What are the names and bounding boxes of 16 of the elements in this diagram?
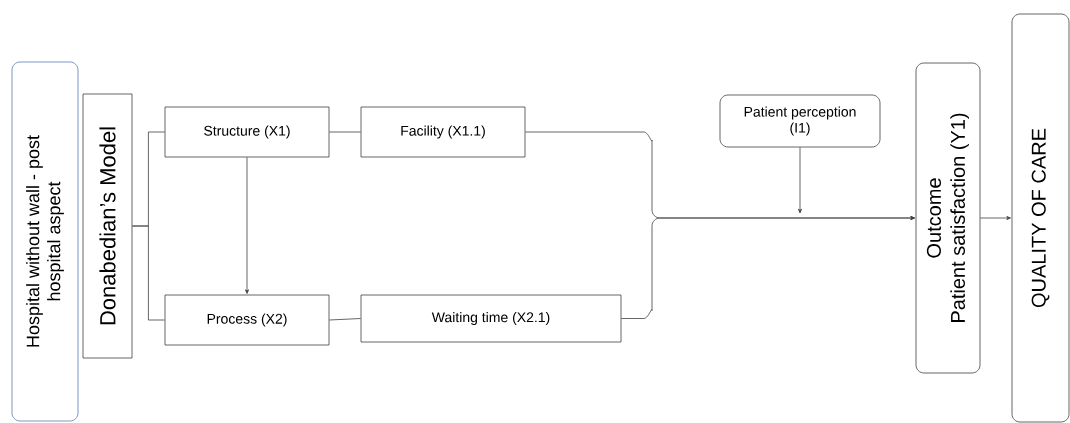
- connector-line: [329, 131, 361, 133]
- arrow: [798, 147, 802, 214]
- connector-line: [329, 318, 361, 321]
- process-box: Patient perception (I1): [719, 94, 881, 148]
- vertical-box: Hospital without wall - post hospital aspect: [11, 61, 79, 422]
- arrow: [621, 216, 915, 319]
- process-box: Facility (X1.1): [360, 106, 526, 158]
- outcome-box: Outcome Patient satisfaction (Y1): [915, 62, 981, 374]
- connector-line: [132, 225, 165, 321]
- vertical-box: Donabedian’s Model: [82, 93, 133, 359]
- process-box: Structure (X1): [164, 106, 330, 158]
- process-box: Waiting time (X2.1): [360, 294, 622, 343]
- arrow: [980, 216, 1011, 220]
- process-box: Process (X2): [164, 294, 330, 346]
- vertical-box: QUALITY OF CARE: [1011, 13, 1070, 423]
- arrow: [245, 157, 249, 294]
